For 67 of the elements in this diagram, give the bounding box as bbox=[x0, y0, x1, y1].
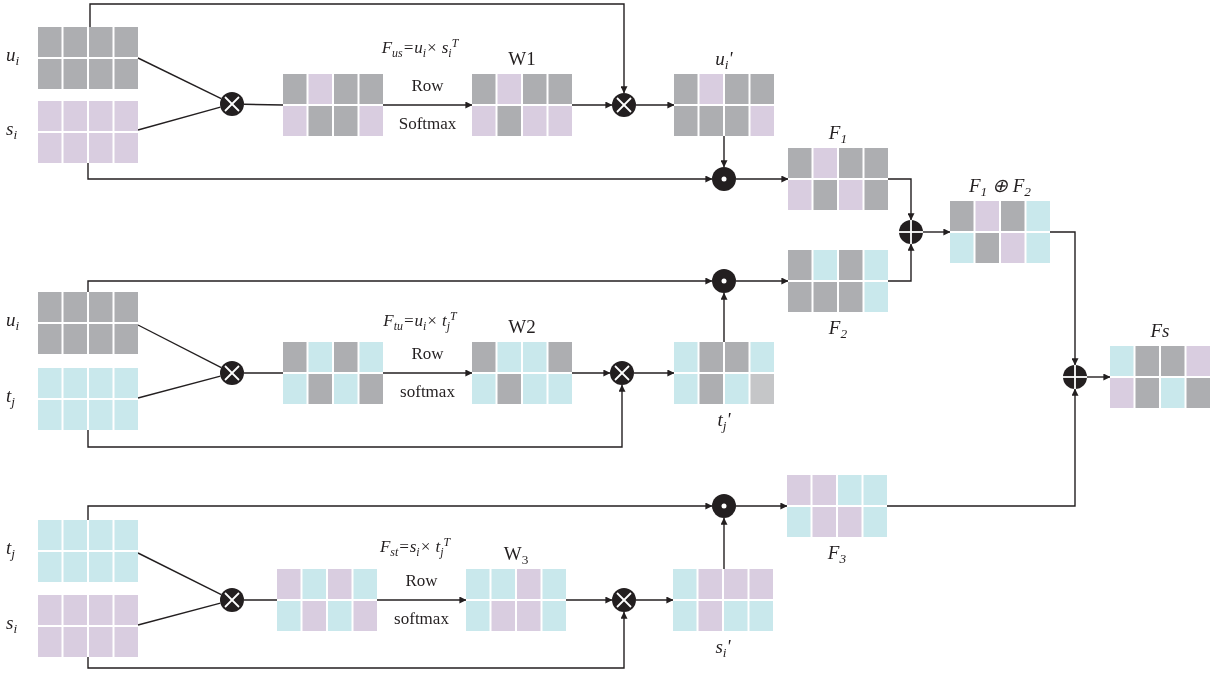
arrow bbox=[382, 101, 473, 109]
arrow bbox=[87, 162, 713, 183]
matrix-label: u$_{i}$ bbox=[6, 44, 20, 70]
matrix-label: t$_{j}$ bbox=[6, 385, 15, 411]
arrow bbox=[87, 277, 713, 293]
arrow bbox=[633, 369, 675, 377]
matrix-label: s$_{i}$ bbox=[6, 118, 18, 144]
connector-line bbox=[137, 375, 222, 399]
matrix-label: t$_{j}$ bbox=[6, 537, 15, 563]
multiply-operator bbox=[610, 361, 634, 385]
hadamard-operator bbox=[712, 269, 736, 293]
arrow bbox=[89, 3, 628, 94]
matrix-label: t$_{j}$' bbox=[717, 409, 731, 435]
matrix-label: s$_{i}$' bbox=[715, 636, 731, 662]
hadamard-operator bbox=[712, 494, 736, 518]
matrix-label: W2 bbox=[508, 316, 536, 338]
arrow bbox=[887, 243, 915, 282]
arrow bbox=[1049, 231, 1079, 366]
matrix-label: F$_{1}$ bbox=[828, 122, 848, 148]
add-operator bbox=[899, 220, 923, 244]
arrow bbox=[735, 502, 788, 510]
matrix-label: F$_{3}$ bbox=[827, 542, 847, 568]
arrow bbox=[886, 388, 1079, 507]
arrow bbox=[735, 175, 789, 183]
multiply-operator bbox=[220, 588, 244, 612]
arrow bbox=[87, 611, 628, 669]
arrow bbox=[571, 101, 613, 109]
edge-label: Row Softmax bbox=[397, 75, 458, 135]
edge-label: Row softmax bbox=[399, 343, 456, 403]
arrow bbox=[922, 228, 951, 236]
arrow bbox=[382, 369, 473, 377]
arrow bbox=[1086, 373, 1111, 381]
connector-line bbox=[243, 372, 284, 374]
multiply-operator bbox=[220, 92, 244, 116]
matrix-label: F$_{2}$ bbox=[828, 317, 848, 343]
matrix-label: u$_{i}$' bbox=[715, 48, 733, 74]
arrow bbox=[635, 101, 675, 109]
connector-line bbox=[137, 324, 222, 369]
arrow bbox=[87, 502, 713, 521]
connector-line bbox=[137, 602, 222, 626]
arrow bbox=[635, 596, 674, 604]
arrow bbox=[720, 135, 728, 168]
edge-label: Row softmax bbox=[393, 570, 450, 630]
connector-line bbox=[137, 106, 222, 131]
matrix-label: s$_{i}$ bbox=[6, 612, 18, 638]
multiply-operator bbox=[220, 361, 244, 385]
arrow bbox=[87, 384, 626, 448]
matrix-label: F$_{1}$ ⊕ F$_{2}$ bbox=[969, 175, 1031, 201]
hadamard-operator bbox=[712, 167, 736, 191]
connector-line bbox=[137, 552, 222, 596]
matrix-label: u$_{i}$ bbox=[6, 309, 20, 335]
matrix-label: W$_{3}$ bbox=[503, 543, 529, 569]
multiply-operator bbox=[612, 588, 636, 612]
connector-line bbox=[137, 57, 222, 100]
matrix-label: W1 bbox=[508, 48, 536, 70]
add-operator bbox=[1063, 365, 1087, 389]
connector-line bbox=[243, 103, 284, 106]
arrow bbox=[571, 369, 611, 377]
arrow bbox=[720, 517, 728, 570]
multiply-operator bbox=[612, 93, 636, 117]
matrix-label: Fs bbox=[1150, 320, 1170, 342]
connector-line bbox=[243, 599, 278, 601]
arrow bbox=[720, 292, 728, 343]
arrow bbox=[887, 178, 915, 221]
arrow bbox=[735, 277, 789, 285]
arrow bbox=[565, 596, 613, 604]
arrow bbox=[376, 596, 467, 604]
